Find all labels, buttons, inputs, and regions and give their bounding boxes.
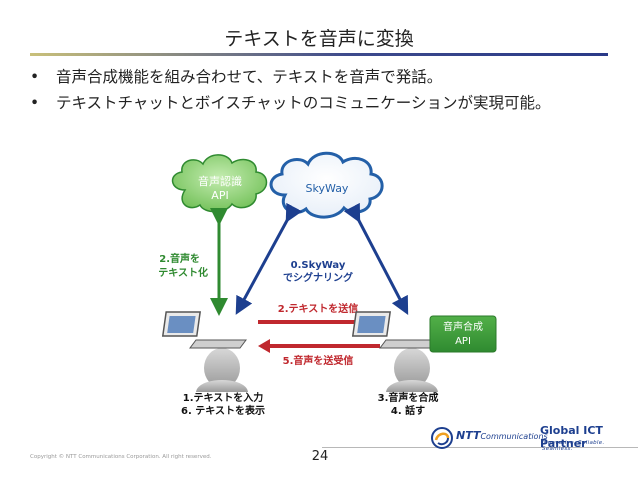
logo-global-partner: Global ICT Partner xyxy=(540,424,603,450)
logo-tagline: Innovative. Reliable. Seamless. xyxy=(542,440,605,452)
speech-to-text-label: 2.音声を xyxy=(159,252,200,265)
footer-divider xyxy=(322,447,638,448)
speech-synthesis-label: 音声合成 xyxy=(443,320,483,333)
send-text-label: 2.テキストを送信 xyxy=(278,302,358,315)
speech-to-text-label-2: テキスト化 xyxy=(158,266,208,279)
copyright-text: Copyright © NTT Communications Corporati… xyxy=(30,454,212,460)
signaling-label: 0.SkyWay xyxy=(291,260,346,271)
right-user-caption: 3.音声を合成 xyxy=(378,391,439,404)
bullet-dot-icon: • xyxy=(30,94,40,112)
bullet-text: 音声合成機能を組み合わせて、テキストを音声で発話。 xyxy=(56,68,443,86)
send-voice-label: 5.音声を送受信 xyxy=(283,354,354,367)
speech-synthesis-box: 音声合成 API xyxy=(429,315,497,353)
right-user-icon xyxy=(351,311,438,392)
signaling-arrow-right xyxy=(343,202,409,315)
left-user-caption-2: 6. テキストを表示 xyxy=(181,404,265,417)
speech-recognition-cloud: 音声認識 API xyxy=(171,154,268,213)
speech-synthesis-api-label: API xyxy=(455,336,471,347)
left-user-caption: 1.テキストを入力 xyxy=(183,391,263,404)
slide-title: テキストを音声に変換 xyxy=(224,28,414,50)
skyway-label: SkyWay xyxy=(306,182,349,195)
ntt-logo: NTTCommunications Global ICT Partner Inn… xyxy=(430,420,626,456)
speech-recognition-api-label: API xyxy=(211,189,228,202)
bullet-item: • テキストチャットとボイスチャットのコミュニケーションが実現可能。 xyxy=(28,92,608,114)
logo-ntt: NTT xyxy=(456,429,481,442)
right-user-caption-2: 4. 話す xyxy=(391,404,425,417)
signaling-arrow-left xyxy=(235,202,303,315)
bullet-item: • 音声合成機能を組み合わせて、テキストを音声で発話。 xyxy=(28,66,608,88)
left-user-icon xyxy=(161,311,248,392)
bullet-dot-icon: • xyxy=(30,68,40,86)
logo-ntt-text: NTTCommunications xyxy=(456,429,548,442)
skyway-cloud: SkyWay xyxy=(269,151,384,219)
bullet-text: テキストチャットとボイスチャットのコミュニケーションが実現可能。 xyxy=(56,94,551,112)
send-voice-arrow xyxy=(258,339,380,353)
logo-communications: Communications xyxy=(480,432,548,441)
ntt-swirl-icon xyxy=(431,427,453,449)
speech-recognition-label: 音声認識 xyxy=(198,174,242,188)
bullet-list: • 音声合成機能を組み合わせて、テキストを音声で発話。 • テキストチャットとボイス… xyxy=(28,66,608,118)
page-number: 24 xyxy=(311,449,329,464)
signaling-label-2: でシグナリング xyxy=(283,271,353,284)
title-divider xyxy=(30,53,608,56)
